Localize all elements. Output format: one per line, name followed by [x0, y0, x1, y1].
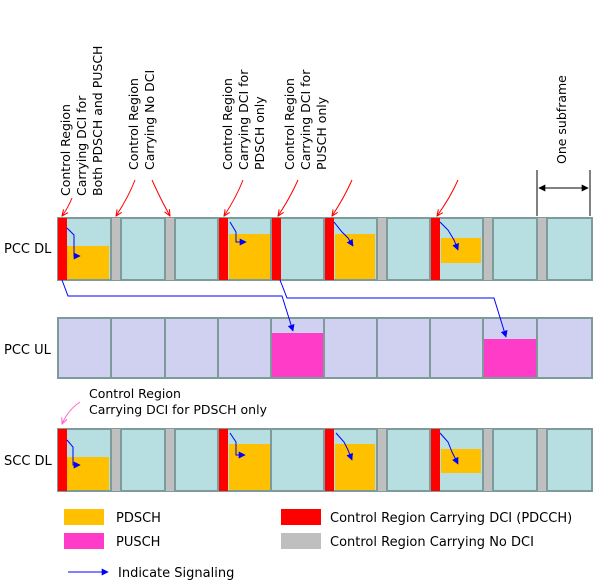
- pcc-dl-dci-region: [325, 218, 334, 280]
- signal-arrow: [279, 279, 508, 338]
- pcc-dl-dividers: [110, 218, 548, 280]
- scc-dl-pdsch-block: [229, 444, 271, 490]
- scc-dl-no-dci-region: [165, 429, 175, 491]
- signal-arrow: [439, 221, 459, 251]
- row-label-pcc-dl: PCC DL: [4, 242, 52, 257]
- annotation-pdsch-only: Control Region Carrying DCI for PDSCH on…: [220, 66, 267, 170]
- annotation-line: PDSCH only: [252, 96, 267, 170]
- annotation-no-dci: Control Region Carrying No DCI: [126, 70, 157, 170]
- pcc-ul-row: [57, 317, 593, 379]
- pcc-dl-no-dci-region: [111, 218, 121, 280]
- scc-dl-dci-region: [325, 429, 334, 491]
- pcc-dl-row: [57, 217, 593, 281]
- annotation-arrow: [62, 197, 73, 216]
- annotation-line: Carrying DCI for: [298, 69, 313, 170]
- pcc-dl-dci-region: [272, 218, 281, 280]
- annotation-line: Control Region: [282, 78, 297, 170]
- annotation-line: Both PDSCH and PUSCH: [90, 46, 105, 196]
- scc-dl-no-dci-region: [111, 429, 121, 491]
- scc-dl-pdsch-block: [335, 444, 375, 490]
- annotation-line: Control Region: [58, 104, 73, 196]
- annotation-line: Carrying DCI for: [74, 95, 89, 196]
- scc-dl-pdsch-block: [441, 449, 481, 473]
- signal-arrow: [229, 432, 246, 459]
- scc-dl-row: [57, 428, 593, 492]
- annotation-arrow: [151, 179, 170, 216]
- pcc-ul-pusch-block: [272, 333, 324, 377]
- scc-dl-dividers: [110, 429, 548, 491]
- legend-label-ctrl-no-dci: Control Region Carrying No DCI: [330, 535, 534, 550]
- scc-dl-no-dci-region: [483, 429, 493, 491]
- pcc-dl-no-dci-region: [483, 218, 493, 280]
- row-label-scc-dl: SCC DL: [4, 454, 53, 469]
- annotation-line: Control Region: [220, 78, 235, 170]
- signaling-arrows: [61, 221, 508, 469]
- pcc-dl-pdsch-block: [229, 234, 271, 279]
- scc-dl-no-dci-region: [377, 429, 387, 491]
- scc-annotation-arrow: [62, 401, 81, 424]
- pcc-ul-dividers: [110, 318, 538, 378]
- scc-dl-dci-region: [431, 429, 440, 491]
- signal-arrow: [229, 221, 247, 246]
- legend-swatch-ctrl-dci: [281, 509, 321, 525]
- annotation-arrow: [332, 179, 353, 216]
- annotation-both-dci: Control Region Carrying DCI for Both PDS…: [58, 46, 105, 196]
- scc-annotation-line1: Control Region: [89, 386, 181, 401]
- signal-arrow: [335, 432, 353, 461]
- signal-arrow: [66, 227, 81, 260]
- pcc-dl-no-dci-region: [165, 218, 175, 280]
- pcc-dl-pdsch-block: [335, 234, 375, 279]
- scc-dl-dci-region: [58, 429, 67, 491]
- pcc-dl-dci-region: [219, 218, 228, 280]
- signal-arrow: [66, 439, 81, 469]
- annotation-arrow: [116, 179, 136, 216]
- annotation-arrow: [437, 179, 459, 216]
- legend-label-pdsch: PDSCH: [116, 511, 161, 526]
- annotation-arrows: [62, 179, 459, 216]
- scc-dl-no-dci-region: [537, 429, 547, 491]
- one-subframe-bracket: [536, 170, 591, 216]
- pcc-dl-no-dci-region: [537, 218, 547, 280]
- legend-swatch-ctrl-no-dci: [281, 533, 321, 549]
- pcc-dl-dci-region: [58, 218, 67, 280]
- legend-swatch-pusch: [64, 533, 104, 549]
- annotation-one-subframe: One subframe: [554, 75, 569, 164]
- annotation-pusch-only: Control Region Carrying DCI for PUSCH on…: [282, 66, 329, 170]
- legend-swatch-pdsch: [64, 509, 104, 525]
- annotation-line: PUSCH only: [314, 96, 329, 170]
- annotation-arrow: [278, 179, 299, 216]
- legend-label-ctrl-dci: Control Region Carrying DCI (PDCCH): [330, 511, 572, 526]
- legend-label-pusch: PUSCH: [116, 535, 160, 550]
- annotation-line: Control Region: [126, 78, 141, 170]
- pcc-dl-dci-region: [431, 218, 440, 280]
- scc-dl-dci-region: [219, 429, 228, 491]
- signal-arrow: [333, 221, 354, 247]
- pcc-dl-no-dci-region: [377, 218, 387, 280]
- scc-annotation-line2: Carrying DCI for PDSCH only: [89, 402, 268, 417]
- legend: PDSCH PUSCH Control Region Carrying DCI …: [64, 509, 572, 581]
- signal-arrow: [61, 279, 295, 332]
- annotation-line: Carrying DCI for: [236, 69, 251, 170]
- signal-arrow: [439, 432, 459, 465]
- legend-label-signaling: Indicate Signaling: [118, 566, 234, 581]
- row-label-pcc-ul: PCC UL: [4, 343, 52, 358]
- annotation-line: Carrying No DCI: [142, 70, 157, 170]
- annotation-arrow: [224, 179, 244, 216]
- pcc-dl-pdsch-block: [441, 238, 481, 263]
- pcc-ul-pusch-block: [484, 339, 536, 377]
- pcc-dl-pdsch-block: [67, 246, 109, 279]
